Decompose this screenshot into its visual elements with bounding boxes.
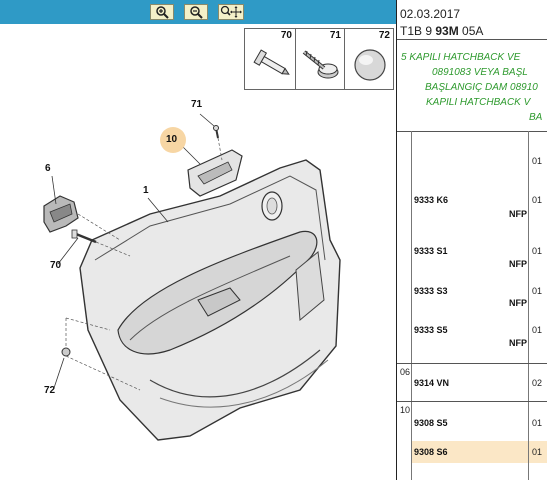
nfp-flag: NFP [509,209,527,219]
description-line-3: BAŞLANGIÇ DAM 08910 [425,82,538,93]
part-ref[interactable]: 9333 S5 [414,325,448,335]
group-number: 10 [400,405,411,415]
zoom-in-icon [156,6,169,19]
description-line-4: KAPILI HATCHBACK V [426,97,531,108]
callout-71[interactable]: 71 [191,99,203,110]
nfp-flag: NFP [509,259,527,269]
nfp-flag: NFP [509,338,527,348]
screw-icon [302,50,339,79]
thumbnail-70[interactable]: 70 [244,28,296,90]
callout-10: 10 [166,134,178,145]
description-divider [397,131,547,132]
zoom-in-button[interactable] [150,4,174,20]
zoom-toolbar [0,0,396,24]
zoom-pan-button[interactable] [218,4,244,20]
thumbnail-72[interactable]: 72 [344,28,394,90]
qty: 01 [532,325,543,335]
description-line-2: 0891083 VEYA BAŞL [432,67,528,78]
group-number: 06 [400,367,411,377]
callout-6[interactable]: 6 [45,163,51,174]
callout-70[interactable]: 70 [50,260,62,271]
code-bold: 93M [435,24,459,38]
part-ref[interactable]: 9308 S6 [414,447,448,457]
group-divider [397,401,547,402]
part-ref[interactable]: 9314 VN [414,378,450,388]
callout-1[interactable]: 1 [143,185,149,196]
table-row-selected-bg [412,441,528,463]
zoom-out-button[interactable] [184,4,208,20]
part-ref[interactable]: 9308 S5 [414,418,448,428]
qty: 01 [532,447,543,457]
zoom-out-icon [190,6,203,19]
nfp-flag: NFP [509,298,527,308]
qty-first: 01 [532,156,543,166]
qty: 01 [532,286,543,296]
diagram-panel: 70 71 72 [0,0,396,441]
callout-72[interactable]: 72 [44,385,56,396]
panel-divider [396,0,397,480]
part-ref[interactable]: 9333 S1 [414,246,448,256]
header-divider [397,39,547,40]
thumbnail-number: 70 [280,30,292,41]
qty: 02 [532,378,543,388]
thumbnail-number: 71 [329,30,341,41]
parts-info-panel: 02.03.2017 T1B 9 93M 05A 5 KAPILI HATCHB… [397,0,547,480]
table-row-selected-bg [529,441,547,463]
thumbnail-71[interactable]: 71 [295,28,345,90]
part-ref[interactable]: 9333 K6 [414,195,449,205]
description-line-5: BA [529,112,543,123]
clip-cap-icon [354,49,386,81]
table-col-divider [411,131,412,480]
qty: 01 [532,195,543,205]
catalog-code: T1B 9 93M 05A [400,24,483,38]
part-ref[interactable]: 9333 S3 [414,286,448,296]
zoom-pan-icon [220,5,242,18]
code-suffix: 05A [458,24,484,38]
callout-10-badge[interactable]: 10 [160,127,186,153]
qty: 01 [532,246,543,256]
description-line-1: 5 KAPILI HATCHBACK VE [401,52,521,63]
code-prefix: T1B 9 [400,24,436,38]
table-col-divider [528,131,529,480]
group-divider [397,363,547,364]
door-panel-diagram [43,113,341,441]
qty: 01 [532,418,543,428]
catalog-date: 02.03.2017 [400,7,461,21]
thumbnail-number: 72 [378,30,390,41]
push-rivet-icon [253,49,290,75]
